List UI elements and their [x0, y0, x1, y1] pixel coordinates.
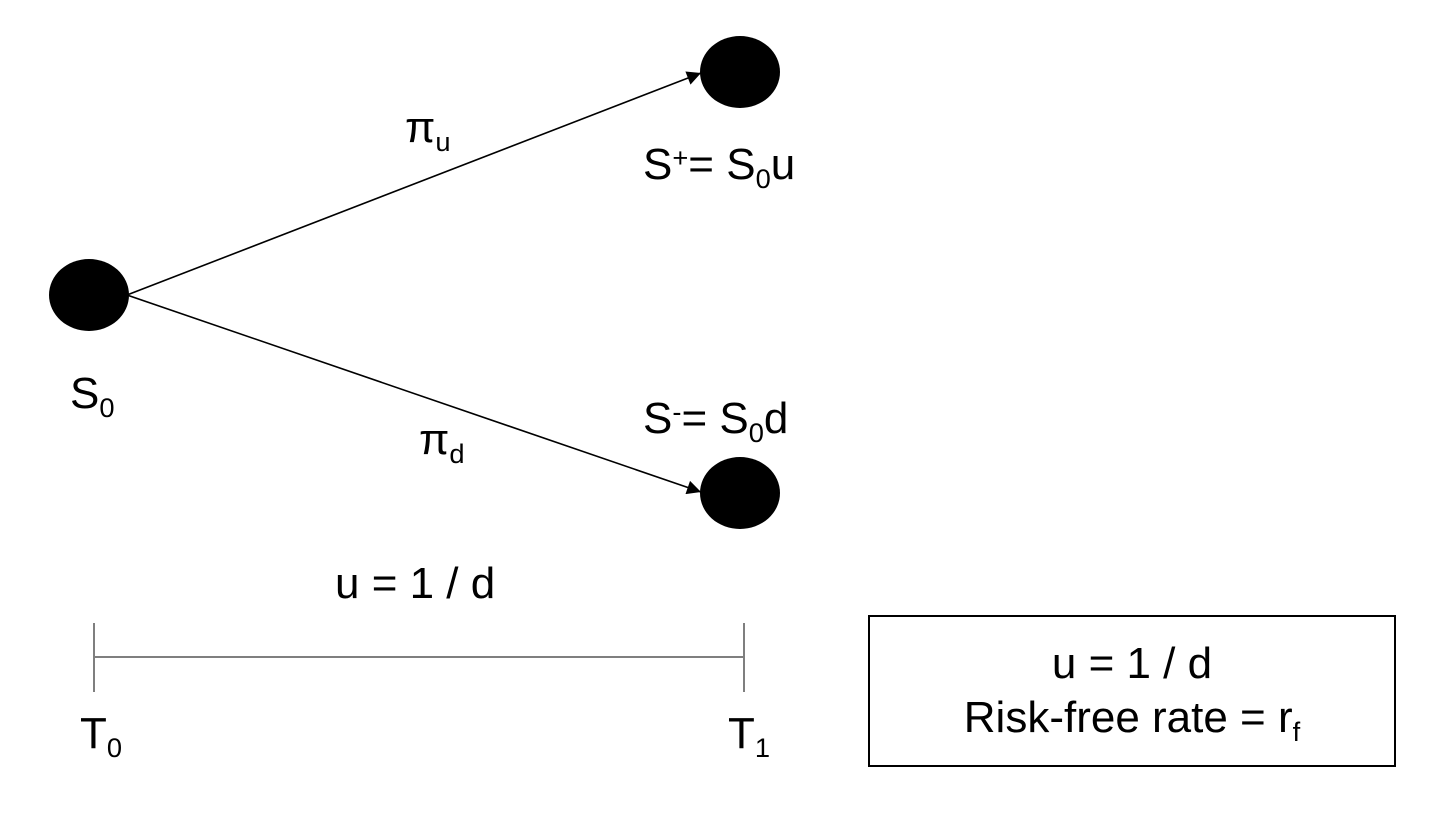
assumption-line-1: u = 1 / d: [1051, 639, 1213, 689]
down-branch-arrow: [126, 294, 702, 495]
t1-symbol: T: [728, 709, 755, 758]
up-lhs: S: [643, 140, 673, 189]
up-eq: = S: [688, 140, 756, 189]
down-rhs-factor: d: [763, 394, 789, 443]
root-node: [49, 259, 129, 331]
up-prob-symbol: π: [405, 103, 436, 152]
assumption-line-2: Risk-free rate = rf: [964, 691, 1300, 745]
up-branch-arrow: [126, 71, 702, 296]
down-lhs-superscript: -: [672, 395, 682, 427]
up-node-label: S+= S0u: [643, 140, 796, 192]
root-subscript: 0: [99, 391, 115, 423]
down-node-label: S-= S0d: [643, 394, 789, 446]
assumption-line-2-text: Risk-free rate = r: [963, 693, 1293, 742]
root-symbol: S: [70, 369, 100, 418]
up-node: [700, 36, 780, 108]
root-node-label: S0: [70, 369, 115, 421]
assumption-line-2-subscript: f: [1292, 715, 1301, 747]
timeline-start-label: T0: [80, 709, 122, 761]
down-rhs-subscript: 0: [748, 416, 764, 448]
timeline-end-label: T1: [728, 709, 770, 761]
t1-subscript: 1: [754, 731, 771, 763]
down-node: [700, 457, 780, 529]
up-lhs-superscript: +: [672, 141, 689, 173]
down-probability-label: πd: [419, 415, 465, 467]
down-lhs: S: [643, 394, 673, 443]
down-eq: = S: [681, 394, 749, 443]
relation-label: u = 1 / d: [335, 559, 496, 608]
t0-symbol: T: [80, 709, 107, 758]
t0-subscript: 0: [106, 731, 123, 763]
down-prob-subscript: d: [449, 437, 465, 469]
up-rhs-subscript: 0: [755, 162, 771, 194]
up-probability-label: πu: [405, 103, 451, 155]
down-prob-symbol: π: [419, 415, 450, 464]
assumptions-box: u = 1 / d Risk-free rate = rf: [868, 615, 1396, 767]
up-prob-subscript: u: [435, 125, 451, 157]
up-rhs-factor: u: [770, 140, 796, 189]
